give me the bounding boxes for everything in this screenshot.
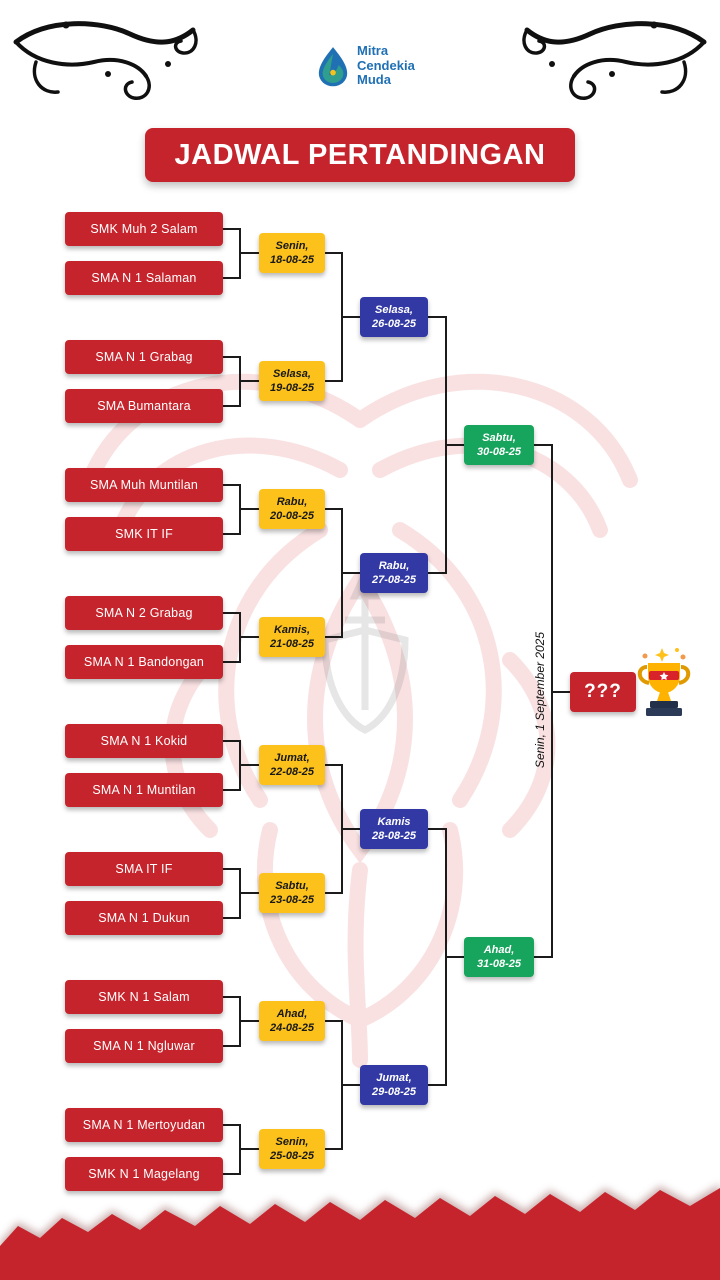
torn-paper-edge [0,1188,720,1280]
team-box: SMA N 2 Grabag [65,596,223,630]
match-date: 18-08-25 [269,254,315,266]
round2-date-box: Rabu, 27-08-25 [360,553,428,593]
match-day: Sabtu, [275,879,309,892]
round3-date-box: Sabtu, 30-08-25 [464,425,534,465]
match-date: 22-08-25 [269,766,315,778]
team-box: SMA N 1 Bandongan [65,645,223,679]
flourish-ornament-icon [13,21,198,100]
match-date: 27-08-25 [371,574,417,586]
team-box: SMA Bumantara [65,389,223,423]
match-day: Kamis, [273,623,311,636]
match-day: Sabtu, [482,431,516,444]
logo-mark-icon [318,46,348,87]
team-box: SMA Muh Muntilan [65,468,223,502]
round2-date-box: Selasa, 26-08-25 [360,297,428,337]
team-box: SMA IT IF [65,852,223,886]
team-box: SMA N 1 Ngluwar [65,1029,223,1063]
round1-date-box: Ahad, 24-08-25 [259,1001,325,1041]
team-box: SMA N 1 Muntilan [65,773,223,807]
team-box: SMA N 1 Mertoyudan [65,1108,223,1142]
team-box: SMK IT IF [65,517,223,551]
match-date: 26-08-25 [371,318,417,330]
match-date: 25-08-25 [269,1150,315,1162]
team-box: SMA N 1 Salaman [65,261,223,295]
match-day: Jumat, [376,1071,412,1084]
match-date: 21-08-25 [269,638,315,650]
round1-date-box: Rabu, 20-08-25 [259,489,325,529]
round1-date-box: Senin, 18-08-25 [259,233,325,273]
flourish-ornament-icon [522,21,707,100]
round2-date-box: Jumat, 29-08-25 [360,1065,428,1105]
match-date: 20-08-25 [269,510,315,522]
round2-date-box: Kamis 28-08-25 [360,809,428,849]
round1-date-box: Kamis, 21-08-25 [259,617,325,657]
team-box: SMA N 1 Kokid [65,724,223,758]
final-date-label: Senin, 1 September 2025 [533,631,547,769]
team-box: SMA N 1 Grabag [65,340,223,374]
round1-date-box: Jumat, 22-08-25 [259,745,325,785]
round1-date-box: Sabtu, 23-08-25 [259,873,325,913]
match-day: Ahad, [483,943,515,956]
round1-date-box: Selasa, 19-08-25 [259,361,325,401]
brand-logo: Mitra Cendekia Muda [316,43,435,88]
team-box: SMK N 1 Salam [65,980,223,1014]
match-date: 28-08-25 [371,830,417,842]
team-box: SMK Muh 2 Salam [65,212,223,246]
match-date: 24-08-25 [269,1022,315,1034]
match-date: 31-08-25 [476,958,522,970]
match-day: Senin, [275,1135,309,1148]
match-day: Selasa, [273,367,311,380]
brand-name: Mitra Cendekia Muda [357,43,415,88]
match-day: Selasa, [375,303,413,316]
match-day: Kamis [377,815,411,828]
round1-date-box: Senin, 25-08-25 [259,1129,325,1169]
match-day: Rabu, [276,495,308,508]
final-winner-box: ??? [570,672,636,712]
match-date: 29-08-25 [371,1086,417,1098]
match-day: Ahad, [276,1007,308,1020]
match-date: 19-08-25 [269,382,315,394]
round3-date-box: Ahad, 31-08-25 [464,937,534,977]
trophy-icon [637,648,691,716]
match-day: Senin, [275,239,309,252]
team-box: SMK N 1 Magelang [65,1157,223,1191]
page-title: JADWAL PERTANDINGAN [145,128,575,182]
match-date: 23-08-25 [269,894,315,906]
match-day: Jumat, [274,751,310,764]
match-date: 30-08-25 [476,446,522,458]
match-day: Rabu, [378,559,410,572]
team-box: SMA N 1 Dukun [65,901,223,935]
